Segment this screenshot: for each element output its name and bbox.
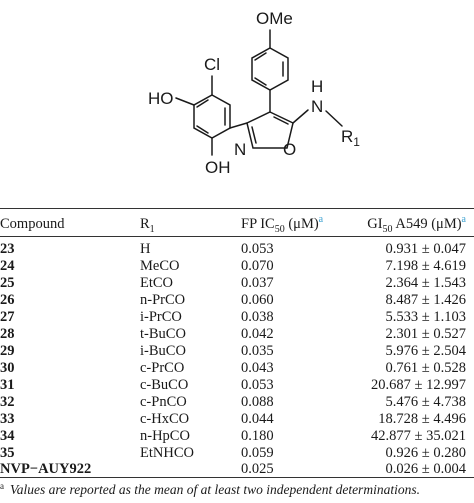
table-bottom-rule [0, 477, 474, 478]
ome-label: OMe [256, 9, 293, 28]
header-gi50: GI50 A549 (μM)a [367, 214, 466, 235]
isoxazole-n-label: N [234, 140, 246, 159]
footnote-mark: a [0, 480, 4, 491]
r1-label: R1 [341, 127, 360, 149]
footnote-mark-a: a [318, 214, 324, 226]
chemical-structure: OMe Cl HO OH N O H N R1 [148, 9, 360, 177]
amine-h-label: H [311, 77, 323, 96]
header-fp-ic50: FP IC50 (μM)a [241, 214, 324, 235]
header-r1: R1 [140, 216, 155, 235]
table-footnote: a Values are reported as the mean of at l… [0, 480, 420, 498]
amine-n-label: N [311, 97, 323, 116]
hydroxy-label-left: HO [148, 89, 174, 108]
table-header-rule [0, 236, 474, 237]
table-top-rule [0, 208, 474, 209]
footnote-mark-a: a [461, 214, 466, 226]
header-compound: Compound [0, 216, 65, 232]
hydroxy-label-bottom: OH [205, 158, 231, 177]
isoxazole-o-label: O [283, 140, 296, 159]
table-header: Compound R1 FP IC50 (μM)a GI50 A549 (μM)… [0, 214, 474, 235]
footnote-text: Values are reported as the mean of at le… [10, 482, 420, 497]
chloro-label: Cl [204, 55, 220, 74]
